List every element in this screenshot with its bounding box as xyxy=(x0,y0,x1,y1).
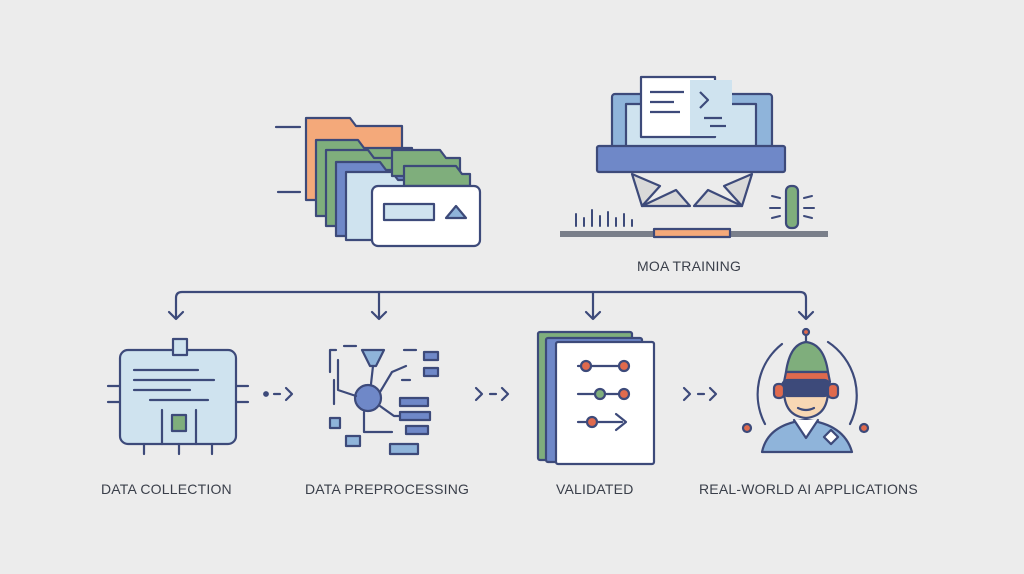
folder-stack-icon xyxy=(274,116,482,248)
step-label-data-collection: DATA COLLECTION xyxy=(101,481,232,497)
validated-checklist-icon xyxy=(536,330,656,466)
ai-applications-person-icon xyxy=(741,327,870,454)
flow-arrow-2 xyxy=(474,386,510,402)
flow-arrow-1 xyxy=(263,386,294,402)
branch-connector xyxy=(167,290,815,321)
training-label: MOA TRAINING xyxy=(637,258,742,274)
training-monitor-icon xyxy=(560,75,828,239)
flow-arrow-3 xyxy=(682,386,718,402)
data-collection-icon xyxy=(106,337,250,456)
step-label-ai-applications: REAL-WORLD AI APPLICATIONS xyxy=(699,481,918,497)
step-label-data-preprocessing: DATA PREPROCESSING xyxy=(305,481,470,497)
data-preprocessing-icon xyxy=(328,344,440,456)
step-label-validated: VALIDATED xyxy=(556,481,634,497)
